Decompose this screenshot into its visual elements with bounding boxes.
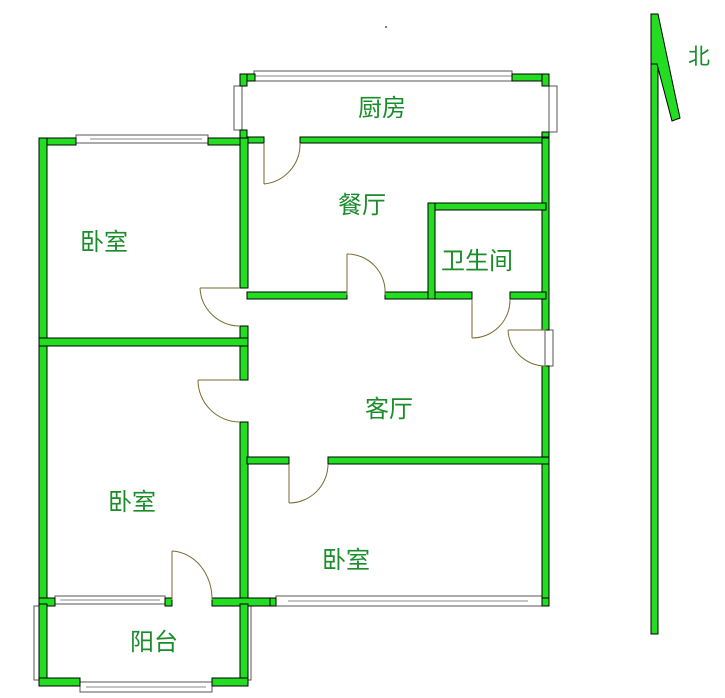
bedroom-s-door bbox=[288, 463, 329, 504]
living-window-right bbox=[544, 329, 554, 367]
living-room-label: 客厅 bbox=[365, 395, 413, 423]
balcony-window-bottom bbox=[79, 681, 213, 693]
kitchen-window-left bbox=[233, 85, 243, 131]
dining-door bbox=[346, 253, 386, 296]
kitchen-window-right bbox=[548, 85, 558, 133]
dining-label: 餐厅 bbox=[338, 191, 386, 219]
bedroom-sw-door bbox=[197, 379, 241, 423]
bedroom-nw-label: 卧室 bbox=[80, 228, 128, 256]
bedroom-sw-window bbox=[54, 595, 166, 605]
bedroom-nw-door bbox=[199, 287, 241, 327]
bedroom-s-window bbox=[275, 595, 543, 607]
kitchen-label: 厨房 bbox=[358, 94, 406, 122]
room-labels: 厨房 餐厅 卫生间 卧室 客厅 卧室 卧室 阳台 bbox=[80, 94, 513, 656]
bathroom-door bbox=[471, 298, 511, 339]
bathroom-label: 卫生间 bbox=[441, 247, 513, 275]
balcony-label: 阳台 bbox=[130, 628, 178, 656]
compass-label: 北 bbox=[688, 45, 710, 70]
marker-dot bbox=[385, 26, 387, 28]
kitchen-window-top bbox=[253, 70, 513, 82]
windows bbox=[33, 70, 558, 693]
north-arrow-icon bbox=[650, 13, 681, 635]
bedroom-sw-label: 卧室 bbox=[108, 488, 156, 516]
bedroom-nw-window bbox=[75, 134, 209, 144]
living-east-door bbox=[507, 329, 547, 367]
balcony-door bbox=[171, 550, 213, 601]
bedroom-s-label: 卧室 bbox=[322, 546, 370, 574]
doors bbox=[171, 142, 547, 601]
kitchen-door bbox=[263, 142, 301, 185]
walls bbox=[38, 73, 550, 687]
